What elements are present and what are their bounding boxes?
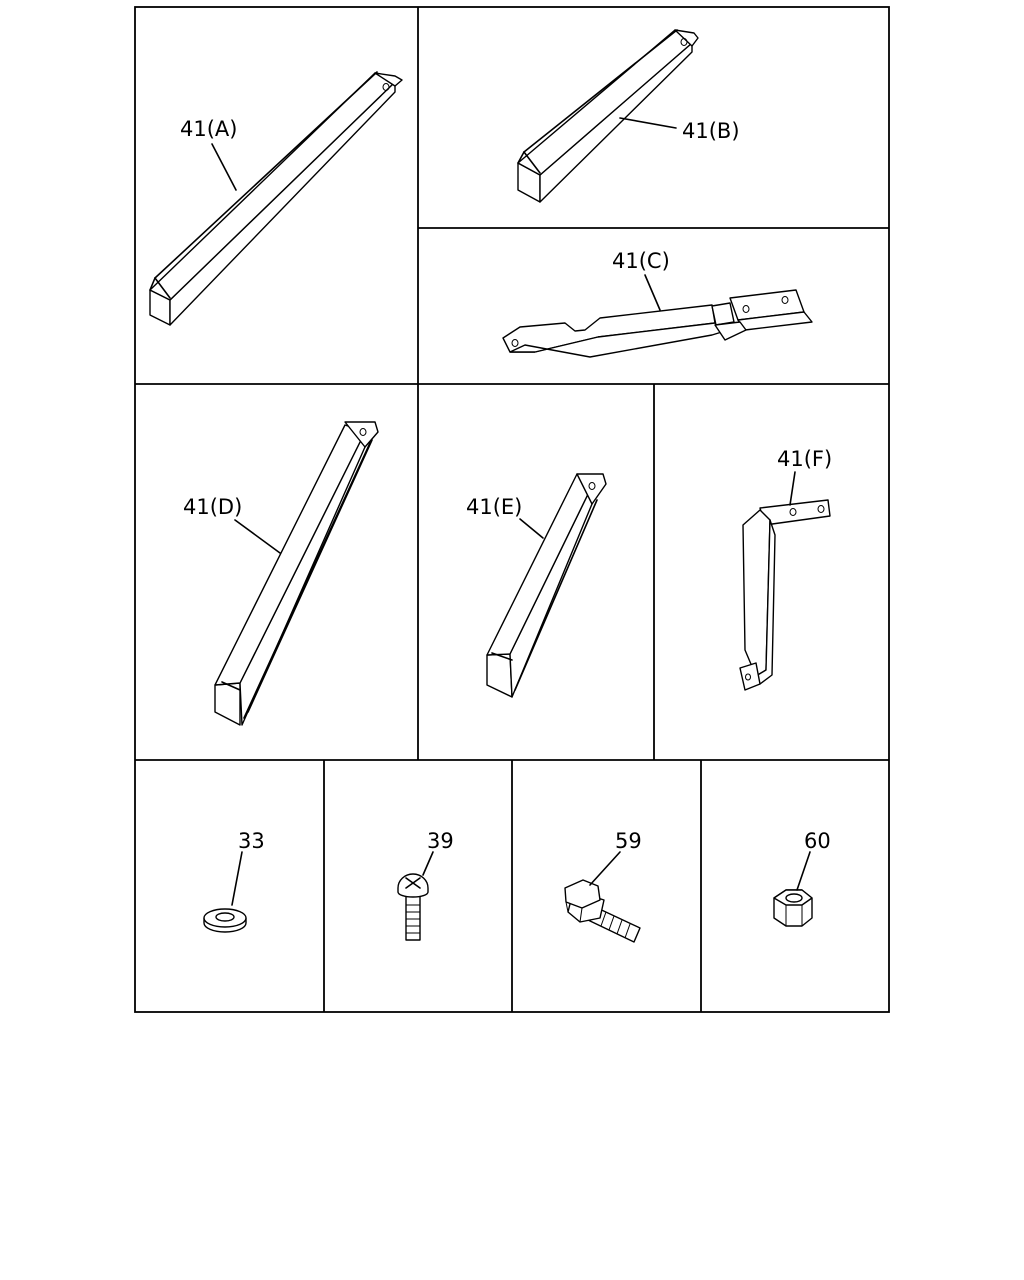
part-39-screw [397, 873, 429, 941]
part-41a-bracket [149, 71, 403, 326]
part-41f-bracket [739, 499, 831, 691]
part-60-nut [773, 889, 813, 927]
part-59-label: 59 [615, 829, 642, 853]
part-41d-callout: 41(D) [183, 495, 281, 554]
part-41c-callout: 41(C) [612, 249, 670, 311]
part-41e-label: 41(E) [466, 495, 522, 519]
part-41e-stay [486, 473, 607, 698]
part-59-bolt [564, 879, 641, 943]
part-60-callout: 60 [796, 829, 831, 891]
part-41c-label: 41(C) [612, 249, 670, 273]
part-33-washer [203, 908, 247, 933]
part-41c-rail [502, 289, 813, 358]
part-41d-stay [214, 421, 379, 726]
part-39-label: 39 [427, 829, 454, 853]
part-33-callout: 33 [231, 829, 265, 906]
part-39-callout: 39 [422, 829, 454, 876]
part-41f-label: 41(F) [777, 447, 832, 471]
diagram-grid [134, 6, 890, 1013]
part-59-callout: 59 [589, 829, 642, 886]
part-41b-bracket [517, 29, 699, 203]
part-41b-callout: 41(B) [619, 117, 740, 143]
part-33-label: 33 [238, 829, 265, 853]
part-41a-label: 41(A) [180, 117, 237, 141]
part-41e-callout: 41(E) [466, 495, 544, 539]
part-41f-callout: 41(F) [777, 447, 832, 506]
part-41a-callout: 41(A) [180, 117, 237, 191]
part-41b-label: 41(B) [682, 119, 740, 143]
part-60-label: 60 [804, 829, 831, 853]
part-41d-label: 41(D) [183, 495, 242, 519]
